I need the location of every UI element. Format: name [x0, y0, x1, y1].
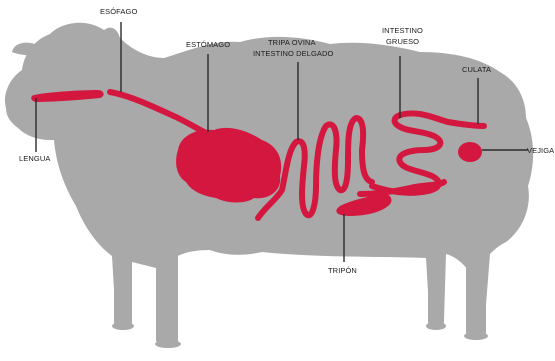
hoof-3: [426, 322, 446, 330]
leg-front-left: [114, 250, 132, 326]
leg-back-right: [466, 244, 486, 336]
hoof-4: [464, 332, 488, 340]
label-tripa-ovina: TRIPA OVINA: [268, 38, 316, 47]
leg-back-left: [428, 248, 444, 326]
hoof-2: [155, 340, 181, 348]
label-vejiga: VEJIGA: [527, 146, 554, 155]
label-estomago: ESTÓMAGO: [186, 40, 230, 49]
label-culata: CULATA: [462, 65, 491, 74]
label-intestino-delgado: INTESTINO DELGADO: [253, 49, 334, 58]
label-tripon: TRIPÓN: [328, 266, 357, 275]
label-lengua: LENGUA: [19, 154, 50, 163]
hoof-1: [112, 322, 134, 330]
label-intestino-grueso-line1: INTESTINO: [382, 26, 423, 35]
label-esofago: ESÓFAGO: [100, 7, 137, 16]
label-intestino-grueso-line2: GRUESO: [386, 37, 419, 46]
bladder-organ: [458, 142, 482, 162]
leg-front-right: [156, 252, 178, 344]
